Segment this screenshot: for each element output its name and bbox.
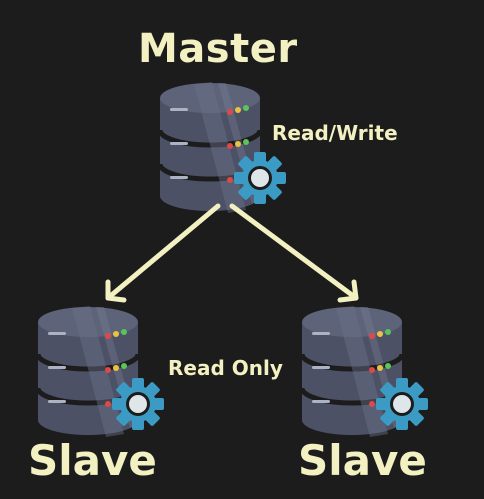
master-title: Master [138, 26, 298, 72]
arrowhead-left-icon [105, 279, 127, 303]
arrowhead-right-icon [337, 279, 359, 303]
read-only-label: Read Only [168, 356, 283, 380]
read-write-label: Read/Write [272, 121, 398, 145]
replication-arrows [105, 203, 359, 303]
right-slave-title: Slave [298, 436, 427, 485]
arrow-to-right-slave-icon [229, 203, 359, 301]
right-slave-gear-icon [376, 378, 428, 430]
left-slave-gear-icon [112, 378, 164, 430]
master-gear-icon [234, 152, 286, 204]
left-slave-title: Slave [28, 436, 157, 485]
arrow-to-left-slave-icon [105, 203, 221, 301]
